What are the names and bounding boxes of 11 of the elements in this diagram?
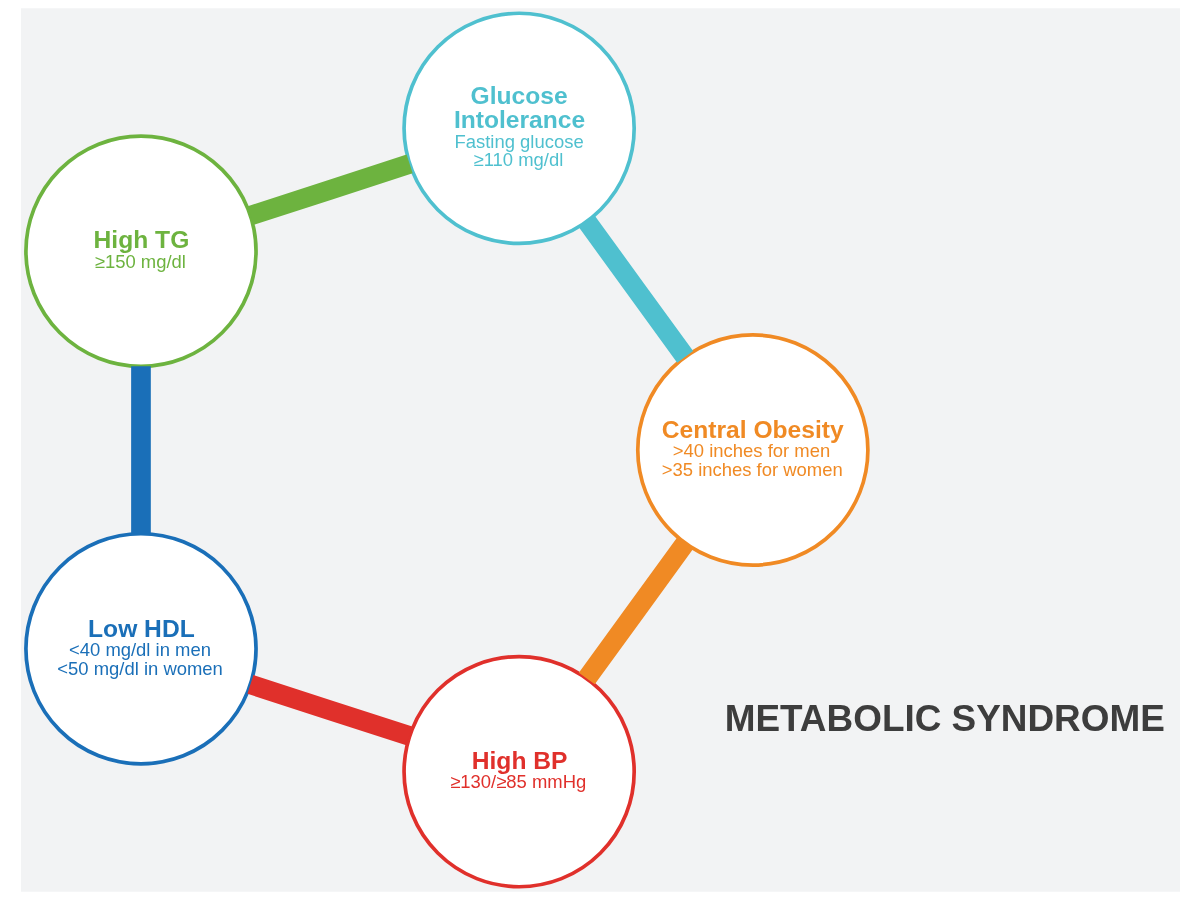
node-circle: High BP ≥130/≥85 mmHg xyxy=(401,654,636,889)
node-circle: Central Obesity >40 inches for men >35 inches for women xyxy=(635,333,870,567)
node-circle: Glucose Intolerance Fasting glucose ≥110 mg/dl xyxy=(401,11,636,246)
connector xyxy=(578,537,693,685)
connector xyxy=(130,366,151,534)
connector xyxy=(247,154,413,225)
node-circle: Low HDL <40 mg/dl in men <50 mg/dl in women xyxy=(23,531,258,766)
label: METABOLIC SYNDROME xyxy=(724,698,1165,740)
connector xyxy=(246,675,412,746)
node-circle: High TG ≥150 mg/dl xyxy=(23,134,258,369)
connector xyxy=(578,216,693,363)
